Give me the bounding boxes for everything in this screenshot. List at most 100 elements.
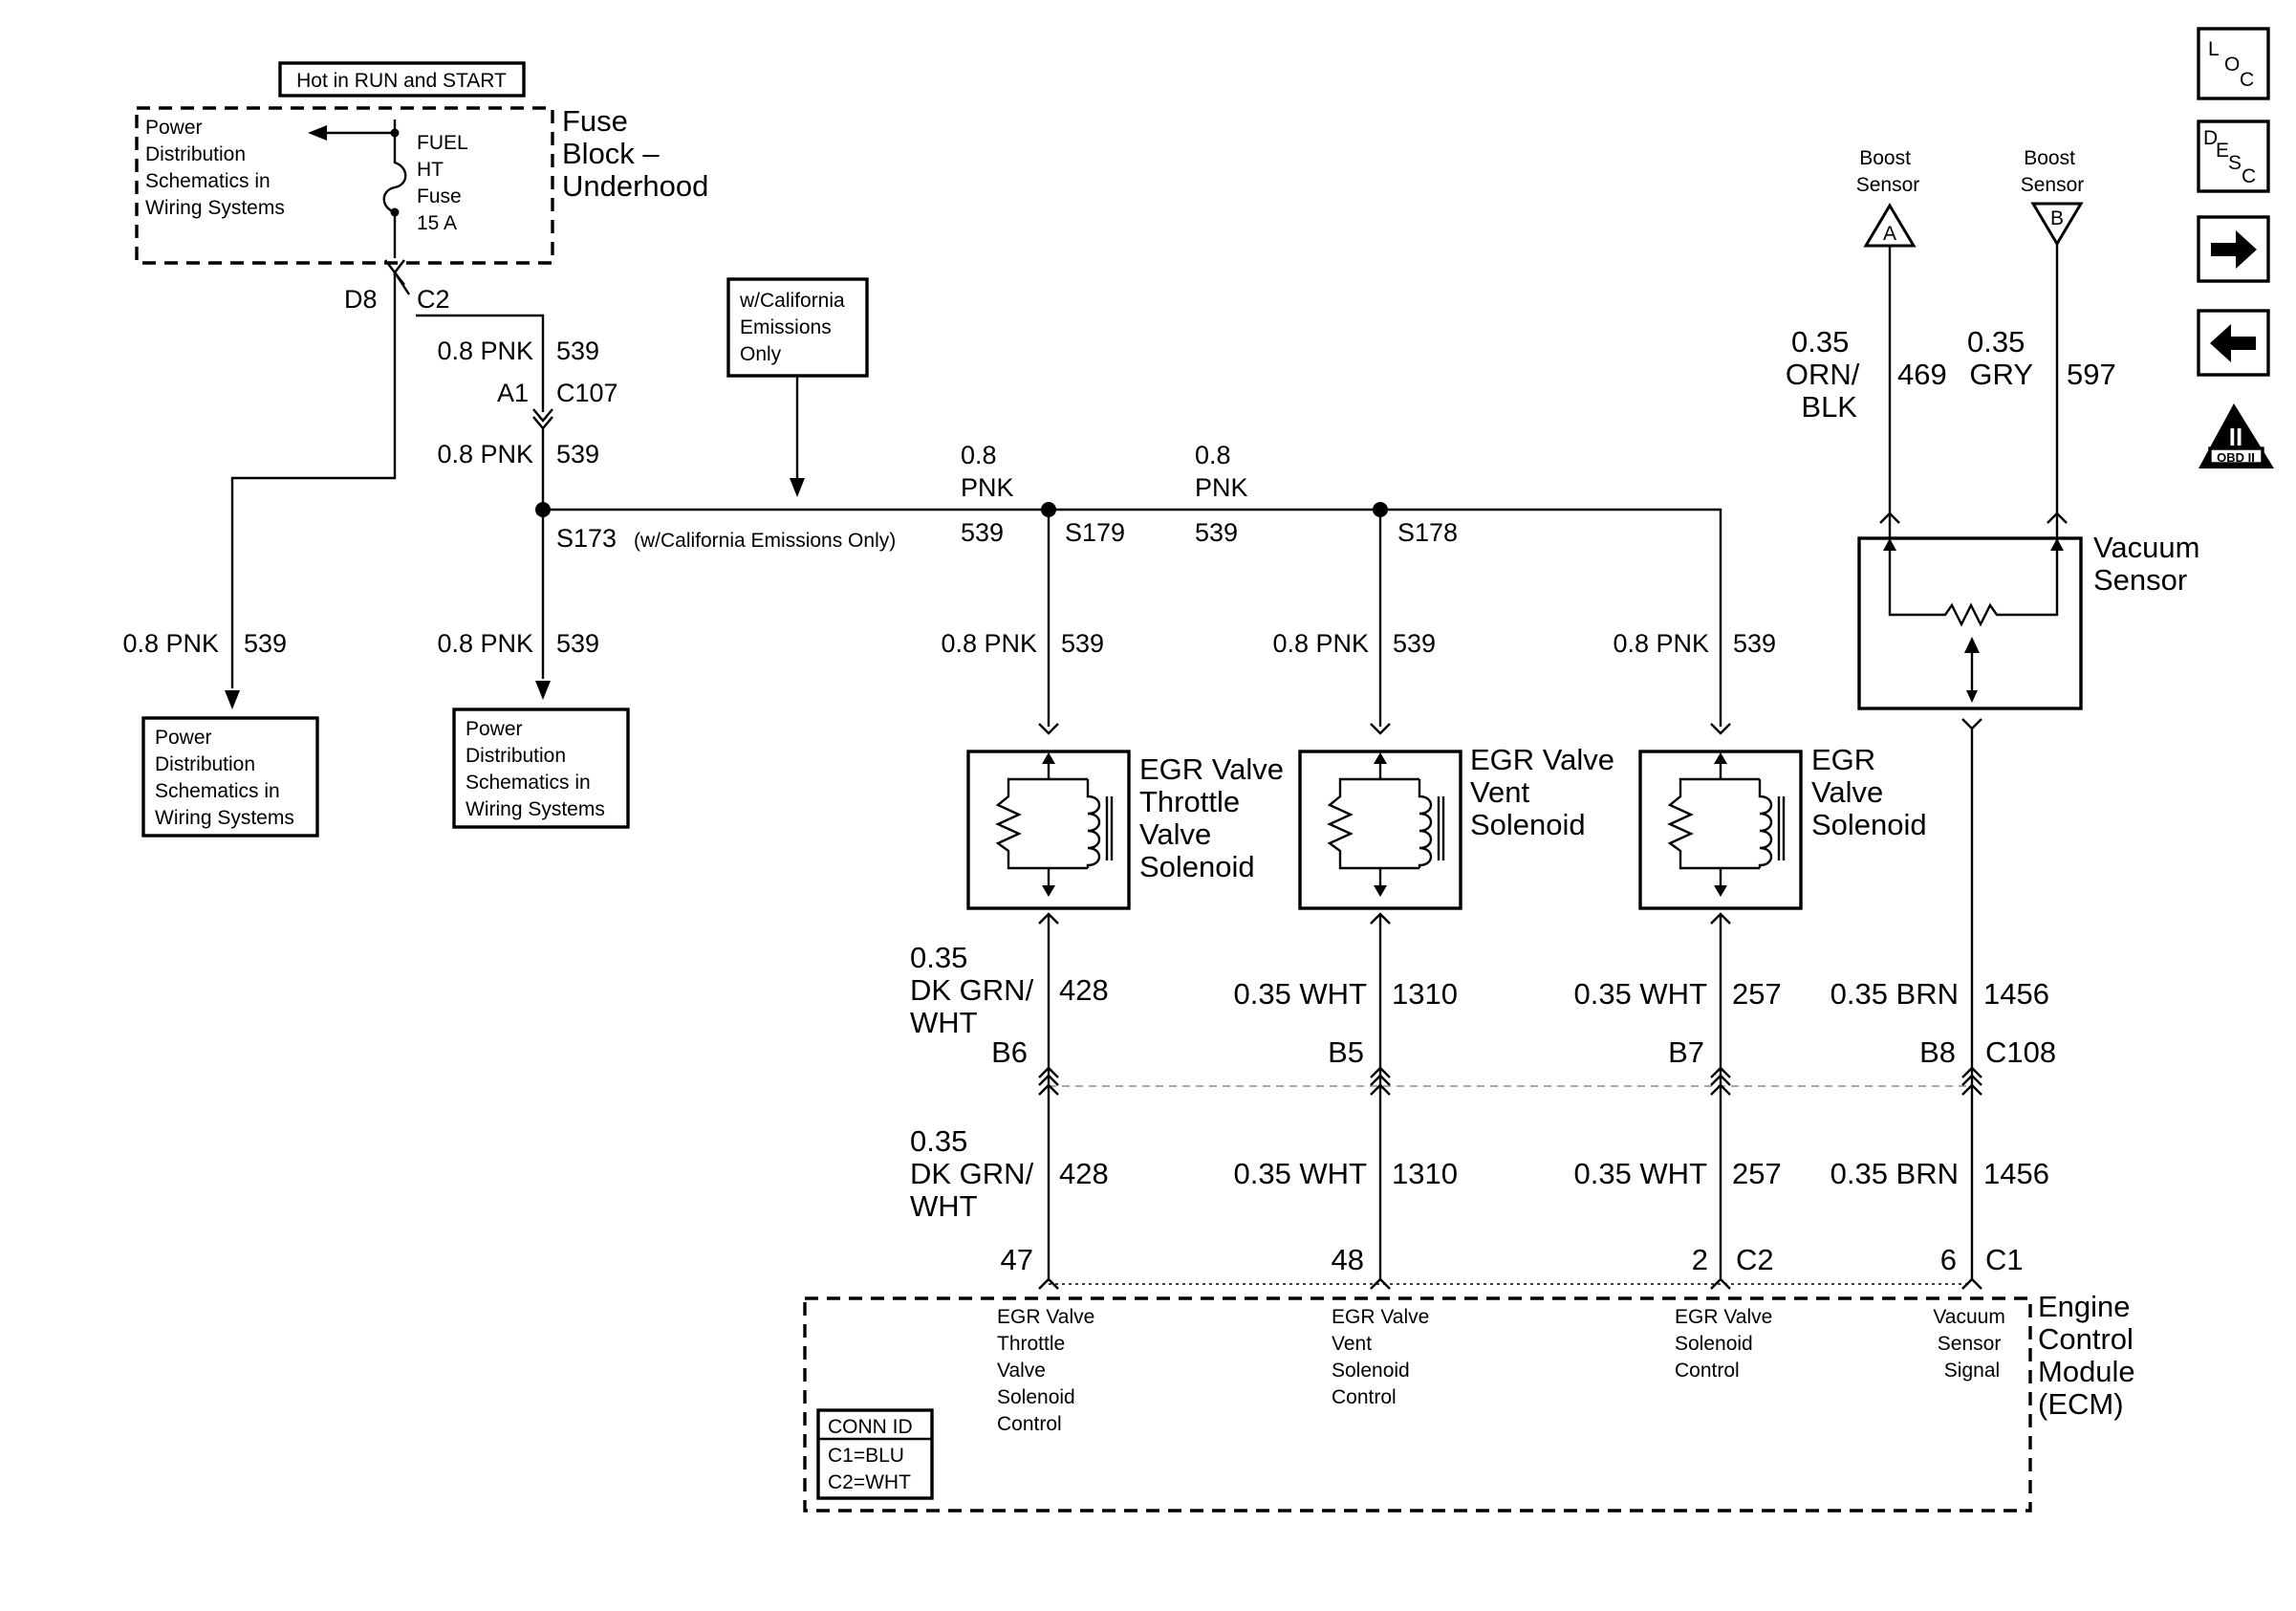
loc-button[interactable]: L O C	[2197, 27, 2270, 100]
solenoid-coil	[1327, 755, 1419, 894]
arrow-down-icon	[225, 690, 240, 709]
solenoid-winding	[1418, 779, 1433, 868]
obd-numeral: II	[2229, 423, 2242, 451]
wire-1310-lower-label: 0.35 WHT	[1233, 1157, 1367, 1190]
fuse-block-power-distribution-ref: Power Distribution Schematics in Wiring …	[145, 117, 285, 219]
pd-left-box	[141, 716, 319, 838]
pin-b7: B7	[1668, 1035, 1704, 1069]
bus-path	[543, 508, 1722, 727]
splice-s179-id: S179	[1065, 518, 1125, 547]
wire-257-path	[1710, 912, 1731, 1281]
ecm-outline	[803, 1296, 2032, 1513]
desc-letter-c: C	[2242, 165, 2256, 187]
sensor-name: Boost Sensor	[1856, 147, 1920, 196]
pin-6: 6	[1940, 1243, 1957, 1276]
prev-page-button[interactable]	[2197, 309, 2270, 377]
fuse-node-bottom	[390, 207, 400, 217]
arrow-up-icon	[1042, 752, 1055, 764]
connector-pin-b5	[1370, 1066, 1391, 1096]
fuse-block-title: Fuse Block – Underhood	[562, 104, 708, 203]
desc-letter-e: E	[2216, 140, 2229, 162]
boost-sensor-a: Boost Sensor A 0.35 ORN/ BLK 469	[1786, 147, 1947, 540]
solenoid-name: EGR Valve Vent Solenoid	[1470, 743, 1623, 841]
solenoid-coil	[1667, 755, 1760, 894]
loc-letter-o: O	[2224, 54, 2240, 76]
wire-1456-label: 0.35 BRN	[1830, 977, 1959, 1011]
arrow-down-icon	[535, 681, 551, 700]
vacuum-sensor: Vacuum Sensor	[1857, 512, 2199, 1281]
arrow-right-icon	[2211, 230, 2257, 269]
wire-1456-circuit: 1456	[1983, 977, 2049, 1011]
wire-428-path	[1038, 912, 1059, 1281]
conn-id-outline	[816, 1408, 934, 1500]
connector-top	[1370, 723, 1391, 735]
terminal-d8-c2: D8 C2	[344, 259, 450, 314]
ecm-function-vacuum: Vacuum Sensor Signal	[1933, 1306, 2010, 1382]
bus-circuit-s178: 539	[1195, 518, 1238, 547]
arrow-down-icon	[1714, 885, 1727, 897]
conn-id-c1: C1=BLU	[828, 1445, 904, 1467]
solenoid-name: EGR Valve Throttle Valve Solenoid	[1139, 752, 1292, 883]
sensor-resistor	[1888, 540, 2059, 627]
loc-letter-c: C	[2240, 69, 2254, 91]
connector-pin-b6	[1038, 1066, 1059, 1096]
arrow-up-icon	[1964, 637, 1980, 653]
connector-c108-label: C108	[1985, 1035, 2056, 1069]
wire-label: 0.35 ORN/ BLK	[1786, 325, 1868, 424]
solenoid-winding	[1758, 779, 1773, 868]
connector-top	[1038, 723, 1059, 735]
connector-top	[1710, 723, 1731, 735]
sensor-letter: B	[2050, 207, 2064, 229]
wire-label: 0.8 PNK	[122, 629, 219, 658]
circuit-label: 539	[1393, 629, 1436, 658]
nav-buttons: L O C D E S C II OBD II	[2197, 27, 2274, 468]
wire-428-lower-label: 0.35 DK GRN/ WHT	[910, 1124, 1042, 1223]
arrow-up-icon	[1374, 752, 1387, 764]
ecm-pin-47	[1038, 1277, 1059, 1290]
desc-button[interactable]: D E S C	[2197, 120, 2270, 193]
wire-label: 0.8 PNK	[941, 629, 1037, 658]
engine-control-module: Engine Control Module (ECM) EGR Valve Th…	[803, 1290, 2135, 1513]
terminal-stub	[393, 272, 405, 286]
ecm-function-vent: EGR Valve Vent Solenoid Control	[1332, 1306, 1435, 1408]
upper-wires: 0.35 DK GRN/ WHT 428 B6 0.35 WHT 1310 B5…	[910, 912, 2056, 1281]
bus-label-s179: 0.8 PNK	[961, 441, 1014, 502]
arrow-left-icon	[308, 125, 327, 141]
ecm-pin-48	[1370, 1277, 1391, 1290]
wire-1310-lower-circuit: 1310	[1392, 1157, 1458, 1190]
fuel-ht-fuse-label: FUEL HT Fuse 15 A	[417, 132, 473, 234]
pin-b6: B6	[991, 1035, 1028, 1069]
fuse-15a-symbol	[382, 120, 407, 258]
hot-label-box	[278, 61, 526, 98]
solenoid-name: EGR Valve Solenoid	[1811, 743, 1927, 841]
solenoid-coil	[995, 755, 1088, 894]
arrow-up-icon	[1883, 538, 1896, 551]
loc-letter-l: L	[2208, 38, 2220, 60]
obd-ii-button[interactable]: II OBD II	[2199, 403, 2274, 468]
wire-lower-circuit: 539	[556, 440, 599, 468]
arrow-down-icon	[1042, 885, 1055, 897]
wire-label: 0.8 PNK	[1272, 629, 1369, 658]
ecm-function-throttle: EGR Valve Throttle Valve Solenoid Contro…	[997, 1306, 1100, 1435]
ecm-function-egr: EGR Valve Solenoid Control	[1675, 1306, 1778, 1382]
next-page-button[interactable]	[2197, 215, 2270, 283]
egr-vent-solenoid: 0.8 PNK 539 EGR Valve Vent Solenoid	[1272, 510, 1623, 910]
connector-label: C2	[417, 285, 450, 314]
conn-id-box: CONN ID C1=BLU C2=WHT	[816, 1408, 934, 1500]
arrow-down-icon	[790, 478, 805, 497]
wire-path	[230, 272, 397, 688]
splice-id: S173	[556, 524, 617, 553]
wire-1456-lower-label: 0.35 BRN	[1830, 1157, 1959, 1190]
conn-id-c2: C2=WHT	[828, 1471, 911, 1493]
sensor-name: Boost Sensor	[2021, 147, 2085, 196]
splice-s173: S173 (w/California Emissions Only) 0.8 P…	[437, 502, 896, 829]
ecm-pin-2	[1710, 1277, 1731, 1290]
wire-257-label: 0.35 WHT	[1573, 977, 1707, 1011]
arrow-up-icon	[1714, 752, 1727, 764]
triangle-down-icon	[2030, 202, 2084, 247]
ecm-pin-6	[1961, 1277, 1982, 1290]
wire-257-lower-label: 0.35 WHT	[1573, 1157, 1707, 1190]
connector-pin-label: A1	[497, 379, 529, 407]
pin-label: D8	[344, 285, 378, 314]
